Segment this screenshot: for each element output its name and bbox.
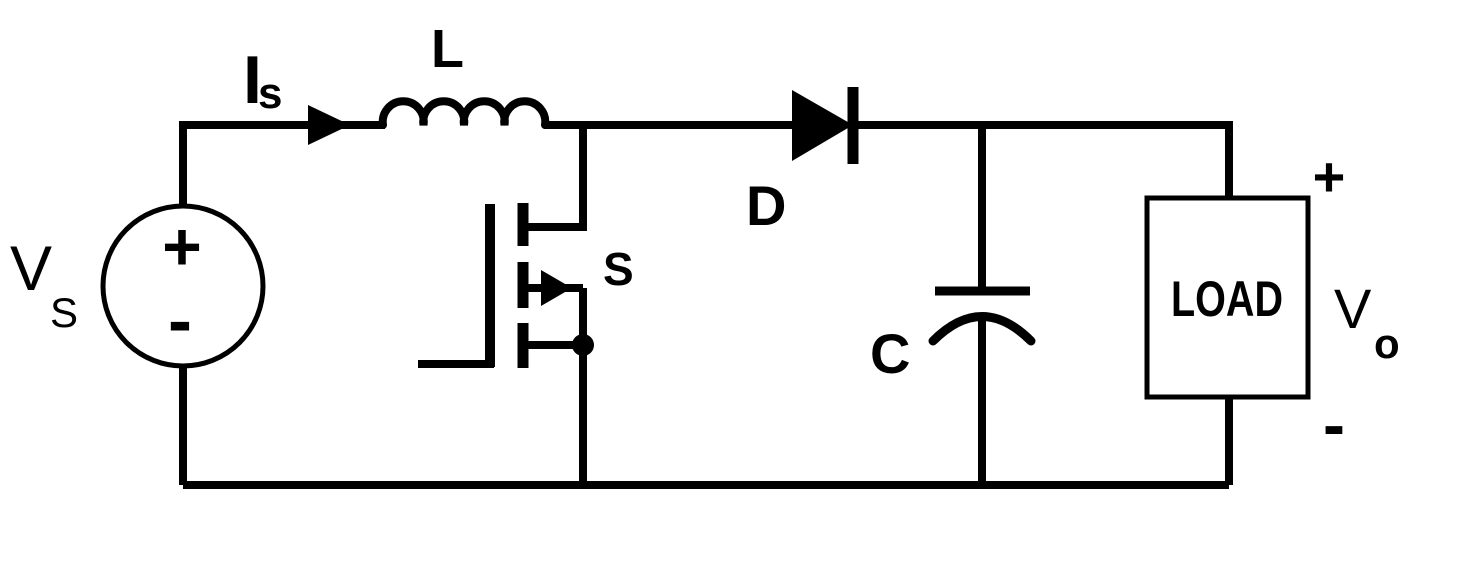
inductor-coil — [378, 97, 550, 129]
mosfet-arrow-icon — [541, 270, 572, 306]
capacitor-curved-plate — [928, 312, 1036, 346]
source-voltage-label: V — [10, 234, 52, 304]
diode-label: D — [746, 174, 786, 237]
inductor-label: L — [431, 19, 464, 79]
wire-source-top — [179, 121, 385, 212]
current-arrow-icon — [308, 105, 350, 145]
source-voltage-subscript: S — [50, 289, 78, 336]
output-minus-sign: - — [1323, 387, 1345, 461]
load-box — [1144, 195, 1311, 400]
capacitor-label: C — [870, 322, 910, 385]
source-minus-sign: - — [168, 281, 192, 361]
output-plus-sign: + — [1313, 145, 1346, 208]
output-voltage-label: V — [1334, 277, 1372, 340]
input-current-subscript: s — [258, 69, 282, 118]
mosfet-source-dot — [572, 334, 594, 356]
diode-triangle-icon — [792, 90, 853, 161]
mosfet-drain-lead — [523, 121, 587, 231]
output-voltage-subscript: o — [1374, 320, 1400, 367]
wire-diode-to-load — [849, 121, 1233, 200]
source-circle — [100, 203, 266, 369]
source-plus-sign: + — [162, 209, 202, 285]
input-current-label: I — [243, 42, 262, 118]
switch-label: S — [603, 243, 634, 295]
load-label: LOAD — [1171, 271, 1283, 327]
